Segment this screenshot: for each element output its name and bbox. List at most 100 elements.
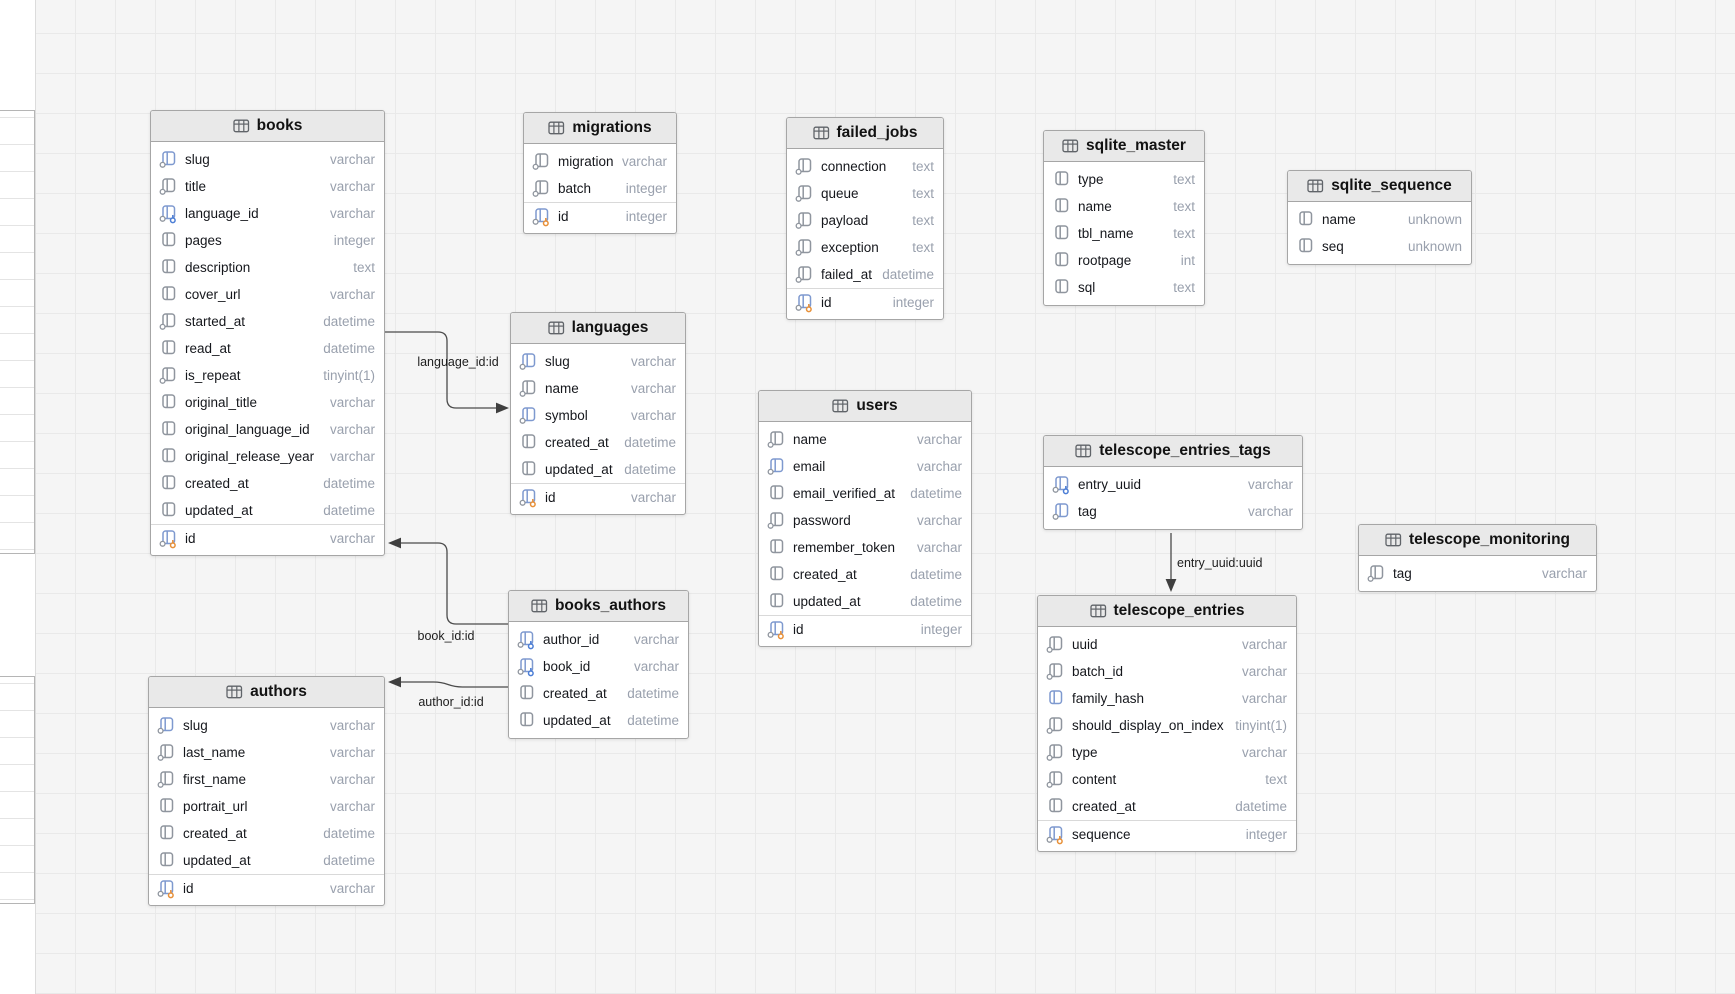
column-indexed-blue-icon (159, 151, 176, 168)
relationship-line-books_authors-book_id[interactable] (401, 542, 508, 625)
table-header-sqlite_master[interactable]: sqlite_master (1044, 131, 1204, 162)
column-indexed-blue-icon (1052, 503, 1069, 520)
column-type: datetime (624, 462, 676, 477)
table-header-books_authors[interactable]: books_authors (509, 591, 688, 622)
table-header-telescope_monitoring[interactable]: telescope_monitoring (1359, 525, 1596, 556)
table-header-books[interactable]: books (151, 111, 384, 142)
table-header-migrations[interactable]: migrations (524, 113, 676, 144)
table-header-languages[interactable]: languages (511, 313, 685, 344)
table-header-failed_jobs[interactable]: failed_jobs (787, 118, 943, 149)
table-header-telescope_entries_tags[interactable]: telescope_entries_tags (1044, 436, 1302, 467)
column-row-languages-updated_at[interactable]: updated_at datetime (511, 456, 685, 483)
relationship-line-books_authors-author_id[interactable] (401, 681, 508, 688)
column-icon (160, 825, 174, 840)
table-header-telescope_entries[interactable]: telescope_entries (1038, 596, 1296, 627)
relationship-line-books-language_id[interactable] (385, 331, 496, 409)
table-header-users[interactable]: users (759, 391, 971, 422)
table-header-sqlite_sequence[interactable]: sqlite_sequence (1288, 171, 1471, 202)
table-header-authors[interactable]: authors (149, 677, 384, 708)
column-name: updated_at (545, 462, 613, 477)
